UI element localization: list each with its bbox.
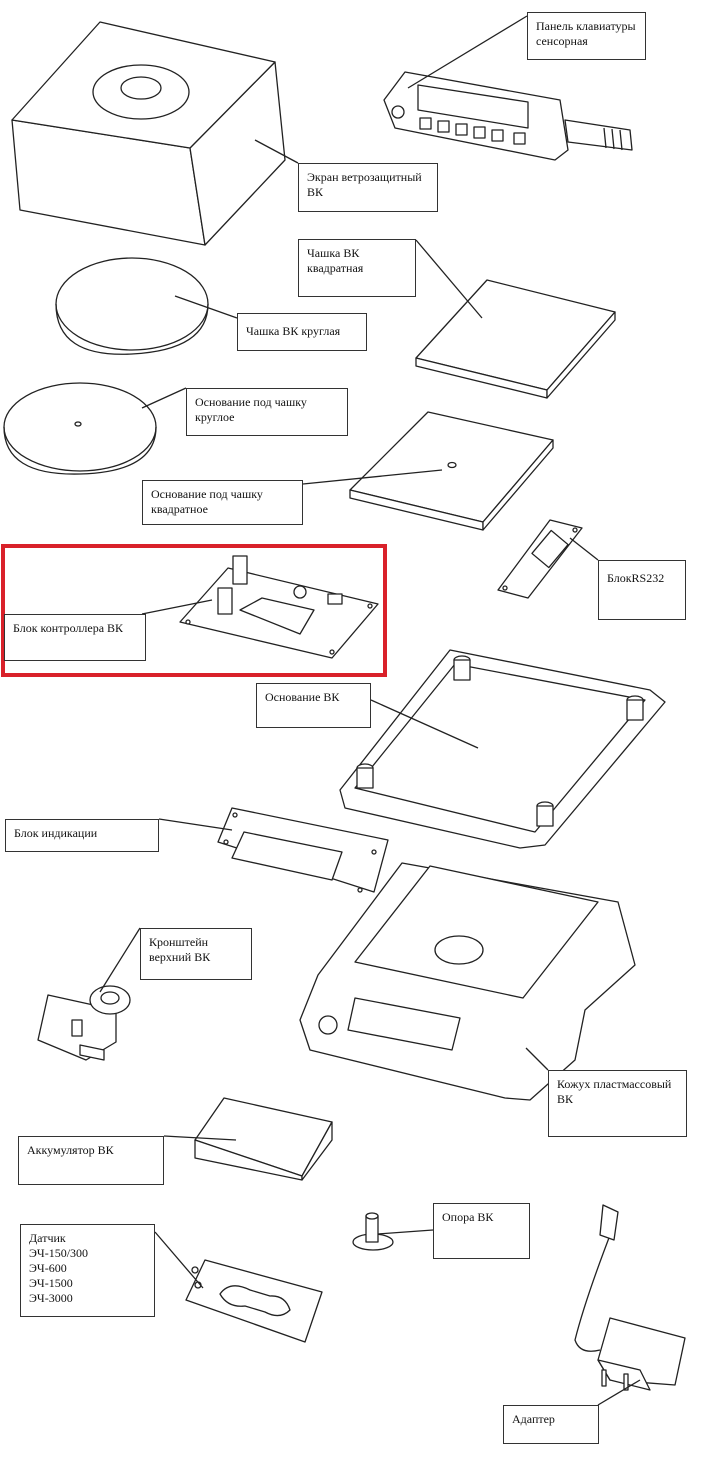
- windshield-drawing: [11, 21, 286, 246]
- controller-highlight-frame: [1, 544, 387, 677]
- label-base: Основание ВК: [256, 683, 371, 728]
- label-bracket-top: Кронштейн верхний ВК: [140, 928, 252, 980]
- base-frame-drawing: [339, 649, 666, 849]
- label-adapter: Адаптер: [503, 1405, 599, 1444]
- display-board-drawing: [217, 807, 389, 893]
- load-cell-drawing: [185, 1259, 323, 1343]
- label-display-unit: Блок индикации: [5, 819, 159, 852]
- square-pan-drawing: [415, 279, 616, 399]
- label-housing: Кожух пластмассовый ВК: [548, 1070, 687, 1137]
- label-battery: Аккумулятор ВК: [18, 1136, 164, 1185]
- leader-lines: [99, 15, 641, 1406]
- label-controller-unit: Блок контроллера ВК: [4, 614, 146, 661]
- controller-board-drawing: [179, 555, 379, 659]
- label-pan-base-square: Основание под чашку квадратное: [142, 480, 303, 525]
- square-pan-base-drawing: [349, 411, 554, 531]
- label-rs232-unit: БлокRS232: [598, 560, 686, 620]
- label-sensor: Датчик ЭЧ-150/300 ЭЧ-600 ЭЧ-1500 ЭЧ-3000: [20, 1224, 155, 1317]
- rs232-board-drawing: [497, 519, 583, 599]
- battery-drawing: [194, 1097, 333, 1181]
- housing-drawing: [299, 862, 636, 1101]
- label-pan-round: Чашка ВК круглая: [237, 313, 367, 351]
- round-pan-drawing: [55, 257, 209, 355]
- round-pan-base-drawing: [3, 382, 157, 475]
- label-pan-base-round: Основание под чашку круглое: [186, 388, 348, 436]
- top-bracket-drawing: [37, 985, 131, 1061]
- label-support: Опора ВК: [433, 1203, 530, 1259]
- label-keyboard-panel: Панель клавиатуры сенсорная: [527, 12, 646, 60]
- support-foot-drawing: [352, 1212, 394, 1251]
- keyboard-panel-drawing: [383, 71, 633, 161]
- label-pan-square: Чашка ВК квадратная: [298, 239, 416, 297]
- adapter-drawing: [574, 1204, 686, 1391]
- label-windshield: Экран ветрозащитный ВК: [298, 163, 438, 212]
